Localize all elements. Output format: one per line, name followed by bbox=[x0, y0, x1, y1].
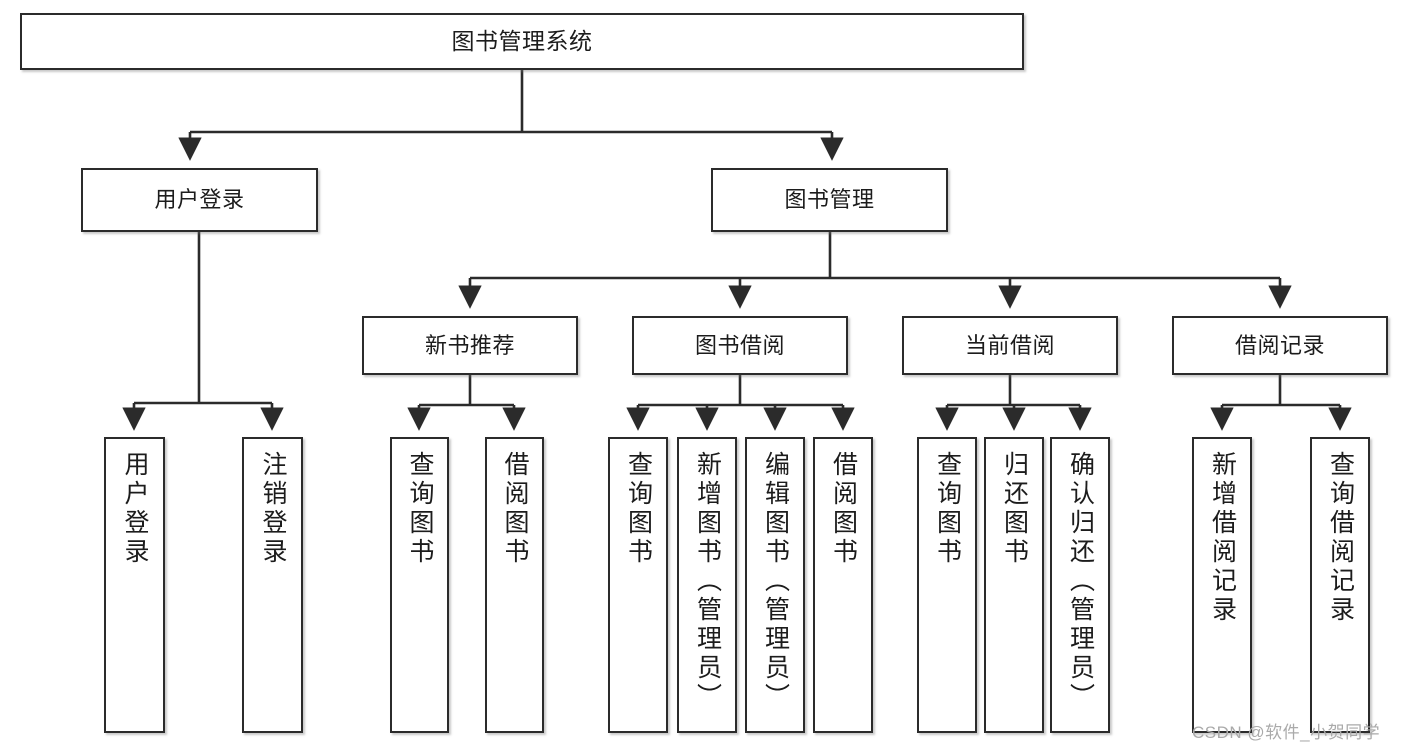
leaf-borrow-search-book[interactable]: 查询图书 bbox=[608, 437, 668, 733]
leaf-recommend-borrow-book[interactable]: 借阅图书 bbox=[485, 437, 544, 733]
node-label: 新书推荐 bbox=[424, 332, 515, 358]
node-label: 图书借阅 bbox=[694, 332, 785, 358]
node-label: 新增借阅记录 bbox=[1208, 451, 1237, 625]
node-label: 用户登录 bbox=[154, 187, 245, 213]
leaf-current-search-book[interactable]: 查询图书 bbox=[917, 437, 977, 733]
node-label: 图书管理系统 bbox=[451, 27, 593, 54]
node-root-system[interactable]: 图书管理系统 bbox=[20, 13, 1024, 70]
node-label: 借阅图书 bbox=[829, 451, 858, 567]
node-label: 归还图书 bbox=[1000, 451, 1029, 567]
leaf-recommend-search-book[interactable]: 查询图书 bbox=[390, 437, 449, 733]
leaf-logout[interactable]: 注销登录 bbox=[242, 437, 303, 733]
leaf-user-login[interactable]: 用户登录 bbox=[104, 437, 165, 733]
node-label: 查询图书 bbox=[406, 451, 434, 567]
node-label: 图书管理 bbox=[784, 187, 875, 213]
node-current-borrow[interactable]: 当前借阅 bbox=[902, 316, 1118, 375]
leaf-record-add[interactable]: 新增借阅记录 bbox=[1192, 437, 1252, 733]
node-label: 当前借阅 bbox=[964, 332, 1055, 358]
node-book-management[interactable]: 图书管理 bbox=[711, 168, 948, 232]
node-label: 用户登录 bbox=[121, 451, 149, 567]
node-label: 注销登录 bbox=[259, 451, 287, 567]
node-new-book-recommend[interactable]: 新书推荐 bbox=[362, 316, 578, 375]
leaf-borrow-edit-book[interactable]: 编辑图书（管理员） bbox=[745, 437, 805, 733]
leaf-current-return-book[interactable]: 归还图书 bbox=[984, 437, 1044, 733]
node-label: 确认归还（管理员） bbox=[1066, 451, 1095, 712]
leaf-borrow-borrow-book[interactable]: 借阅图书 bbox=[813, 437, 873, 733]
node-label: 查询图书 bbox=[933, 451, 962, 567]
node-label: 查询借阅记录 bbox=[1326, 451, 1355, 625]
node-label: 新增图书（管理员） bbox=[693, 451, 722, 712]
node-book-borrow[interactable]: 图书借阅 bbox=[632, 316, 848, 375]
node-label: 查询图书 bbox=[624, 451, 653, 567]
node-label: 编辑图书（管理员） bbox=[761, 451, 790, 712]
leaf-record-search[interactable]: 查询借阅记录 bbox=[1310, 437, 1370, 733]
leaf-borrow-add-book[interactable]: 新增图书（管理员） bbox=[677, 437, 737, 733]
node-label: 借阅记录 bbox=[1234, 332, 1325, 358]
node-label: 借阅图书 bbox=[501, 451, 529, 567]
node-borrow-record[interactable]: 借阅记录 bbox=[1172, 316, 1388, 375]
watermark: CSDN @软件_小贺同学 bbox=[1192, 723, 1381, 742]
leaf-current-confirm-return[interactable]: 确认归还（管理员） bbox=[1050, 437, 1110, 733]
node-user-login[interactable]: 用户登录 bbox=[81, 168, 318, 232]
